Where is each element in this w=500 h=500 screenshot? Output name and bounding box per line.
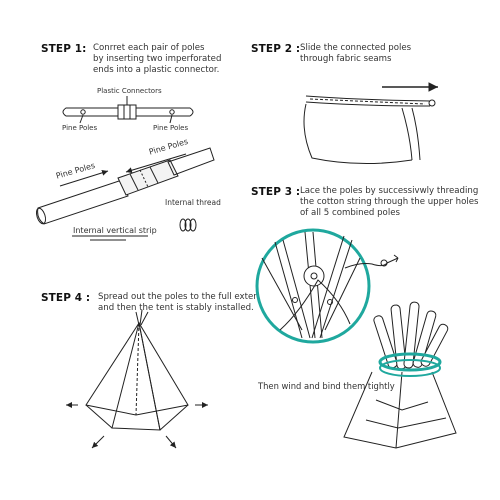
step-3-label: STEP 3 : bbox=[251, 186, 301, 198]
step-4-text: Spread out the poles to the full extent,… bbox=[98, 292, 265, 313]
tied-tent-diagram bbox=[343, 301, 457, 449]
pine-poles-right-caption: Pine Poles bbox=[153, 124, 189, 132]
step-1-text: Conrret each pair of poles by inserting … bbox=[93, 43, 222, 75]
step-1-label: STEP 1: bbox=[41, 43, 87, 55]
step-2-label: STEP 2 : bbox=[251, 43, 301, 55]
step-3-text: Lace the poles by successivwly threading… bbox=[300, 186, 479, 218]
pine-poles-left-caption: Pine Poles bbox=[62, 124, 98, 132]
internal-thread-caption: Internal thread bbox=[165, 198, 221, 207]
diagonal-pole-diagram bbox=[35, 147, 215, 241]
straight-pole-diagram bbox=[62, 96, 194, 124]
plastic-connectors-caption: Plastic Connectors bbox=[97, 87, 162, 95]
step-4-label: STEP 4 : bbox=[41, 292, 91, 304]
internal-vertical-strip-caption: Internal vertical strip bbox=[73, 226, 157, 235]
final-caption: Then wind and bind them tightly bbox=[258, 381, 395, 391]
step-2-text: Slide the connected poles through fabric… bbox=[300, 43, 412, 64]
fabric-seam-diagram bbox=[303, 82, 438, 165]
threading-zoom-diagram bbox=[255, 228, 399, 344]
spread-tent-diagram bbox=[66, 309, 208, 449]
thread-coil-icon bbox=[179, 218, 197, 232]
